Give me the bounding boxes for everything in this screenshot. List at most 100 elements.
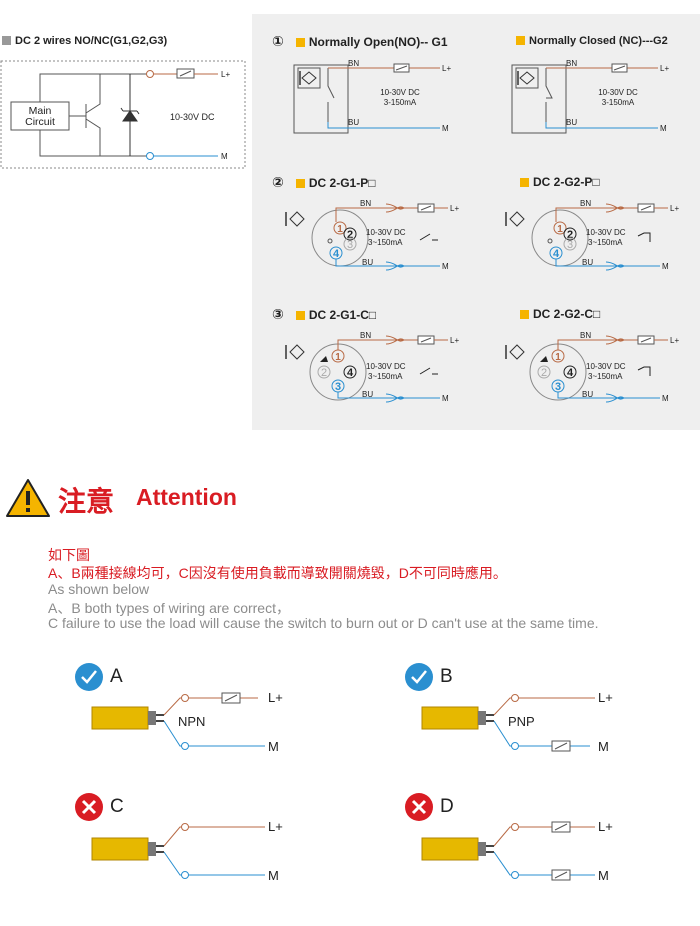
wiring-c-diagram: L+ M [91, 819, 283, 883]
warning-triangle-icon [6, 479, 50, 517]
attention-title-en: Attention [136, 484, 237, 510]
nc-switch [545, 68, 553, 122]
pin-2: 2 [347, 229, 353, 241]
main-label: Main [29, 105, 52, 117]
m-label: M [268, 868, 279, 883]
bn-label: BN [580, 199, 591, 208]
pin-1: 1 [337, 224, 343, 235]
row2-header-right: DC 2-G2-P□ [520, 175, 600, 189]
note-en-3: C failure to use the load will cause the… [48, 615, 599, 631]
wiring-b-letter: B [440, 666, 453, 687]
g2-p-connector-diagram: 1 2 3 4 BN BU L+ M 10-30V DC 3~150mA [505, 199, 679, 271]
wiring-b-diagram: L+ M PNP [421, 690, 613, 754]
bn-label: BN [360, 199, 371, 208]
voltage-label: 10-30V DC [170, 112, 215, 122]
wiring-a-diagram: L+ M NPN [91, 690, 283, 754]
bu-label: BU [362, 258, 373, 267]
no-switch [327, 68, 335, 122]
m-label: M [598, 868, 609, 883]
no-g1-diagram: BN BU L+ M 10-30V DC 3-150mA [293, 59, 451, 134]
nc-contact-symbol [637, 366, 651, 376]
circuit-label: Circuit [25, 116, 55, 128]
pin-4: 4 [333, 248, 340, 260]
note-cn-2: A、B兩種接線均可，C因沒有使用負載而導致開關燒毀，D不可同時應用。 [48, 565, 507, 581]
m-label: M [660, 124, 667, 133]
pin-1: 1 [557, 224, 563, 235]
current-label: 3-150mA [602, 98, 635, 107]
row2-right-title: DC 2-G2-P□ [533, 175, 600, 189]
bn-label: BN [566, 59, 577, 68]
row1-number: ① [272, 33, 284, 49]
wiring-d-letter: D [440, 796, 454, 817]
nc-contact-symbol [637, 232, 651, 242]
voltage-label: 10-30V DC [366, 228, 406, 237]
pin-3: 3 [335, 381, 341, 393]
lplus-label: L+ [598, 690, 613, 705]
bn-label: BN [348, 59, 359, 68]
dashed-enclosure [0, 60, 246, 169]
row1-left-title: Normally Open(NO)-- G1 [308, 35, 448, 49]
row3-number: ③ [272, 306, 284, 322]
m-label: M [662, 394, 669, 403]
yellow-square-icon [520, 310, 529, 319]
pin-2: 2 [321, 367, 327, 379]
note-cn-1: 如下圖 [48, 547, 90, 563]
no-contact-symbol [419, 367, 438, 375]
lplus-label: L+ [670, 336, 679, 345]
voltage-label: 10-30V DC [586, 362, 626, 371]
bu-label: BU [362, 390, 373, 399]
voltage-label: 10-30V DC [366, 362, 406, 371]
voltage-label: 10-30V DC [598, 88, 638, 97]
m-label: M [598, 739, 609, 754]
diagram-title: DC 2 wires NO/NC(G1,G2,G3) [2, 35, 167, 47]
bu-label: BU [348, 118, 359, 127]
check-icon [405, 663, 433, 691]
lplus-label: L+ [660, 64, 669, 73]
current-label: 3~150mA [368, 238, 403, 247]
current-label: 3-150mA [384, 98, 417, 107]
yellow-square-icon [295, 179, 305, 188]
row1-header-right: Normally Closed (NC)---G2 [516, 35, 668, 47]
pin-3: 3 [347, 239, 353, 251]
pin-4: 4 [347, 367, 354, 379]
bn-label: BN [580, 331, 591, 340]
row1-right-title: Normally Closed (NC)---G2 [529, 35, 668, 47]
no-contact-symbol [419, 233, 438, 241]
lplus-label: L+ [268, 819, 283, 834]
wiring-a-letter: A [110, 666, 123, 687]
bu-label: BU [582, 258, 593, 267]
transistor-symbol [85, 74, 101, 156]
g1-c-connector-diagram: 1 2 4 3 BN BU L+ M 10-30V DC 3~150mA [285, 331, 459, 403]
wiring-c-letter: C [110, 796, 124, 817]
bu-label: BU [582, 390, 593, 399]
lplus-label: L+ [221, 70, 230, 79]
pin-4: 4 [553, 248, 560, 260]
cross-icon [75, 793, 103, 821]
pin-4: 4 [567, 367, 574, 379]
g1-p-connector-diagram: 1 2 3 4 BN BU L+ M 10-30V DC 3~150mA [285, 199, 459, 271]
check-icon [75, 663, 103, 691]
pin-3: 3 [555, 381, 561, 393]
npn-label: NPN [178, 714, 205, 729]
current-label: 3~150mA [588, 372, 623, 381]
m-label: M [221, 152, 228, 161]
m-label: M [662, 262, 669, 271]
row3-header-right: DC 2-G2-C□ [520, 307, 600, 321]
main-circuit-schematic: Main Circuit 10-30V DC L+ M [0, 60, 246, 169]
yellow-square-icon [295, 38, 305, 47]
g2-c-connector-diagram: 1 2 4 3 BN BU L+ M 10-30V DC 3~150mA [505, 331, 679, 403]
lplus-label: L+ [598, 819, 613, 834]
nc-g2-diagram: BN BU L+ M 10-30V DC 3-150mA [511, 59, 669, 134]
row2-number: ② [272, 174, 284, 190]
m-label: M [442, 262, 449, 271]
cross-icon [405, 793, 433, 821]
note-en-1: As shown below [48, 581, 150, 597]
lplus-label: L+ [450, 336, 459, 345]
diagram-title-text: DC 2 wires NO/NC(G1,G2,G3) [15, 35, 168, 47]
pnp-label: PNP [508, 714, 535, 729]
wiring-d-diagram: L+ M [421, 819, 613, 883]
voltage-label: 10-30V DC [586, 228, 626, 237]
lplus-label: L+ [670, 204, 679, 213]
